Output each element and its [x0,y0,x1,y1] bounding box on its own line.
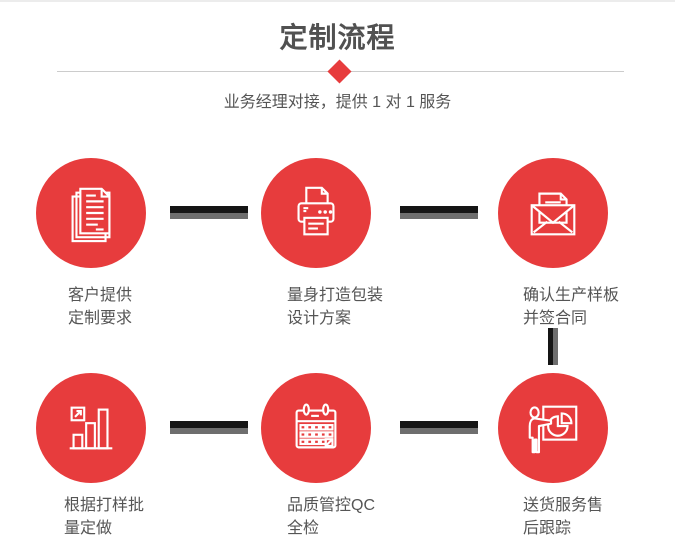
step-5-label-line2: 全检 [287,520,320,537]
connector-step4-step5 [170,421,248,434]
connector-step1-step2 [170,206,248,219]
step-6-label: 送货服务售 后跟踪 [523,494,603,540]
step-6-label-line1: 送货服务售 [523,497,604,514]
step-4-label-line2: 量定做 [64,520,113,537]
step-6-circle [498,373,608,483]
step-1-circle [36,158,146,268]
connector-step5-step6 [400,421,478,434]
envelope-icon [530,192,576,236]
printer-icon [297,186,335,236]
step-1-label: 客户提供 定制要求 [68,284,132,330]
step-2-label-line1: 量身打造包装 [287,287,384,304]
step-5-label: 品质管控QC 全检 [287,494,375,540]
calendar-icon [295,403,337,449]
step-4-circle [36,373,146,483]
connector-step3-step6 [548,328,558,365]
step-1-label-line1: 客户提供 [68,287,133,304]
step-4-label-line1: 根据打样批 [64,497,145,514]
presentation-icon [528,405,578,454]
step-4-label: 根据打样批 量定做 [64,494,144,540]
step-3-circle [498,158,608,268]
documents-icon [71,187,111,243]
step-6-label-line2: 后跟踪 [523,520,572,537]
step-3-label-line1: 确认生产样板 [523,287,620,304]
step-1-label-line2: 定制要求 [68,310,133,327]
diamond-icon [327,59,352,84]
step-3-label: 确认生产样板 并签合同 [523,284,619,330]
subtitle: 业务经理对接，提供 1 对 1 服务 [223,94,452,111]
bar-chart-icon [69,406,113,450]
step-2-label: 量身打造包装 设计方案 [287,284,383,330]
step-3-label-line2: 并签合同 [523,310,588,327]
connector-step2-step3 [400,206,478,219]
step-2-circle [261,158,371,268]
step-5-label-line1: 品质管控QC [287,497,376,514]
page-title: 定制流程 [279,22,396,53]
top-border-line [0,0,675,2]
step-5-circle [261,373,371,483]
step-2-label-line2: 设计方案 [287,310,352,327]
